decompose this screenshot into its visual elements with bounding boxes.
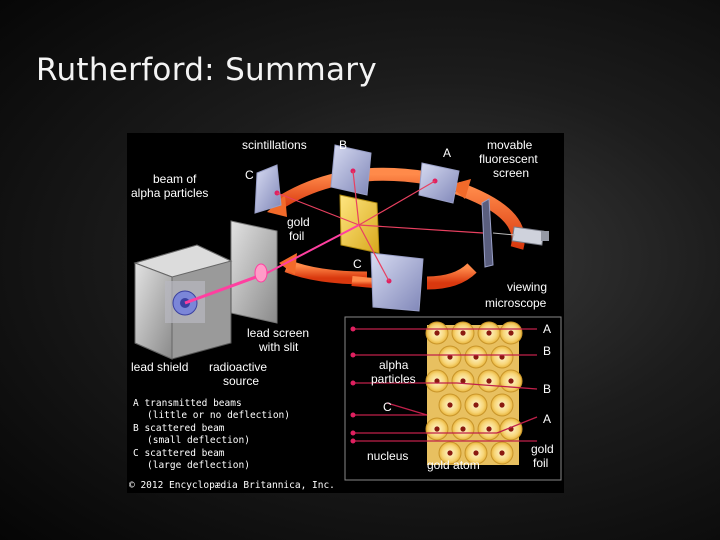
legend-line: (large deflection)	[147, 460, 250, 471]
label-source: source	[223, 374, 259, 388]
viewing-microscope	[492, 226, 549, 246]
atom-nucleus	[447, 354, 453, 360]
inset-label-gold: gold	[531, 442, 554, 456]
scattering-paths	[276, 170, 484, 282]
inset-label-nucleus: nucleus	[367, 449, 408, 463]
legend-line: (little or no deflection)	[147, 410, 290, 421]
screen-c-bottom	[370, 252, 424, 312]
atom-nucleus	[473, 402, 479, 408]
atom-nucleus	[508, 378, 514, 384]
atom-nucleus	[460, 378, 466, 384]
atom-nucleus	[460, 330, 466, 336]
gold-atom-grid	[425, 321, 523, 465]
gold-foil	[339, 194, 380, 254]
label-alpha-particles: alpha particles	[131, 186, 208, 200]
inset-particle-paths	[353, 328, 538, 442]
legend-line: (small deflection)	[147, 435, 250, 446]
inset-letter-b: B	[543, 344, 551, 358]
inset-label-foil: foil	[533, 456, 548, 470]
atom-nucleus	[447, 402, 453, 408]
label-screen: screen	[493, 166, 529, 180]
label-beam-of: beam of	[153, 172, 197, 186]
atom-nucleus	[447, 450, 453, 456]
inset-label-c: C	[383, 400, 392, 414]
label-microscope: microscope	[485, 296, 547, 310]
copyright-notice: © 2012 Encyclopædia Britannica, Inc.	[129, 480, 335, 491]
atom-nucleus	[486, 378, 492, 384]
atom-nucleus	[499, 402, 505, 408]
legend-line: A transmitted beams	[133, 398, 242, 409]
label-viewing: viewing	[507, 280, 547, 294]
movable-screen	[481, 198, 494, 268]
legend-line: B scattered beam	[133, 423, 225, 434]
atom-nucleus	[434, 330, 440, 336]
atom-nucleus	[434, 378, 440, 384]
label-fluorescent: fluorescent	[479, 152, 538, 166]
atom-nucleus	[460, 426, 466, 432]
label-lead-shield: lead shield	[131, 360, 188, 374]
label-lead-screen: lead screen	[247, 326, 309, 340]
diagram-labels: scintillations B A movable fluorescent s…	[131, 138, 547, 388]
inset-letter-b: B	[543, 382, 551, 396]
atom-nucleus	[499, 450, 505, 456]
label-c-bottom: C	[353, 257, 362, 271]
atom-nucleus	[473, 354, 479, 360]
beam-legend: A transmitted beams (little or no deflec…	[129, 398, 335, 491]
atom-nucleus	[473, 450, 479, 456]
radioactive-source	[172, 224, 360, 316]
label-with-slit: with slit	[258, 340, 299, 354]
screen-c-top	[254, 164, 282, 214]
inset-letter-a: A	[543, 322, 551, 336]
atom-nucleus	[499, 354, 505, 360]
label-b-top: B	[339, 138, 347, 152]
atom-nucleus	[486, 426, 492, 432]
rutherford-experiment-diagram: scintillations B A movable fluorescent s…	[127, 133, 564, 493]
label-scintillations: scintillations	[242, 138, 307, 152]
inset-label-gold-atom: gold atom	[427, 458, 480, 472]
label-a-top: A	[443, 146, 451, 160]
fluorescent-screens	[254, 144, 494, 312]
gold-foil-inset: alpha particles C nucleus gold atom gold…	[344, 316, 562, 481]
diagram-canvas: scintillations B A movable fluorescent s…	[129, 138, 562, 491]
slide-title: Rutherford: Summary	[36, 52, 377, 88]
atom-nucleus	[434, 426, 440, 432]
inset-letter-a: A	[543, 412, 551, 426]
atom-nucleus	[508, 330, 514, 336]
label-movable: movable	[487, 138, 533, 152]
screen-a-top	[418, 162, 460, 204]
label-c-top: C	[245, 168, 254, 182]
label-foil: foil	[289, 229, 304, 243]
label-radioactive: radioactive	[209, 360, 267, 374]
inset-label-alpha: alpha	[379, 358, 409, 372]
atom-nucleus	[486, 330, 492, 336]
legend-line: C scattered beam	[133, 448, 225, 459]
label-gold: gold	[287, 215, 310, 229]
inset-label-particles: particles	[371, 372, 416, 386]
